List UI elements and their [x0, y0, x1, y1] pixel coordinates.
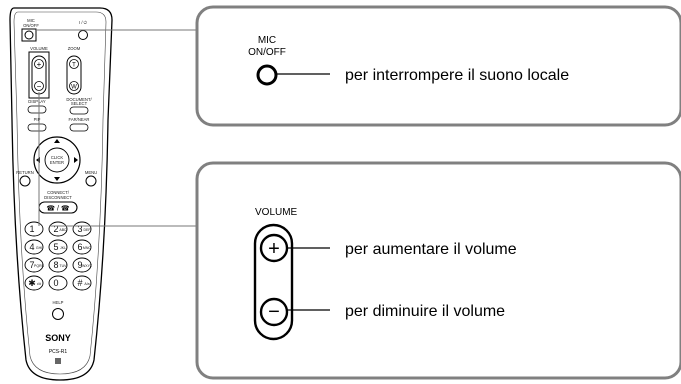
keypad-key-10[interactable]: [24, 275, 44, 291]
remote-brand-logo: SONY: [45, 333, 71, 343]
remote-pip-label: PIP: [34, 117, 41, 122]
keypad-key-12[interactable]: [72, 275, 92, 291]
remote-document-label: DOCUMENT/: [66, 97, 92, 102]
keypad-key-number: 4: [29, 242, 34, 252]
keypad-key-number: 9: [77, 260, 82, 270]
mic-button-icon: [256, 64, 278, 86]
mic-callout-title-line1: MIC: [258, 35, 276, 46]
keypad-key-letters: MNO: [83, 246, 91, 250]
remote-nav-down-icon: [54, 177, 60, 181]
remote-enter-label-1: CLICK: [51, 155, 64, 160]
keypad-key-letters: TUV: [60, 264, 68, 268]
remote-menu-button[interactable]: [85, 175, 97, 187]
keypad-key-11[interactable]: [48, 275, 68, 291]
remote-display-button[interactable]: [27, 105, 47, 114]
remote-farnear-label: FAR/NEAR: [69, 117, 90, 122]
leader-lines: [36, 29, 197, 227]
remote-connect-label-1: CONNECT/: [47, 190, 70, 195]
keypad-key-number: 2: [53, 224, 58, 234]
remote-power-button[interactable]: [78, 30, 88, 40]
keypad-key-number: 6: [77, 242, 82, 252]
keypad-key-letters: A/a: [84, 282, 89, 286]
keypad-key-letters: GHI: [36, 246, 42, 250]
remote-inner-outline: [13, 11, 107, 375]
remote-zoom-w: W: [71, 85, 77, 91]
remote-zoom-t: T: [72, 63, 76, 69]
remote-mic-label: MIC: [27, 18, 35, 23]
callout-mic: MIC ON/OFF per interrompere il suono loc…: [195, 5, 681, 127]
keypad-key-6[interactable]: [72, 239, 92, 255]
keypad-key-number: 5: [53, 242, 58, 252]
keypad-key-number: #: [77, 278, 82, 288]
remote-mic-highlight: [21, 28, 37, 42]
mic-callout-title-line2: ON/OFF: [248, 47, 286, 58]
remote-menu-label: MENU: [85, 170, 97, 175]
keypad-key-4[interactable]: [24, 239, 44, 255]
keypad-key-5[interactable]: [48, 239, 68, 255]
remote-zoom-label: ZOOM: [68, 46, 81, 51]
remote-return-button[interactable]: [19, 175, 31, 187]
remote-document-button[interactable]: [69, 106, 89, 115]
remote-help-button[interactable]: [52, 308, 64, 320]
remote-pip-button[interactable]: [27, 123, 47, 132]
remote-help-label: HELP: [53, 300, 64, 305]
keypad-key-letters: JKL: [60, 246, 66, 250]
keypad-key-letters: DEF: [84, 228, 91, 232]
remote-nav-up-icon: [54, 139, 60, 143]
remote-zoom-wide[interactable]: [69, 81, 79, 91]
keypad-key-letters: WXYZ: [82, 264, 93, 268]
keypad-key-number: 0: [53, 278, 58, 288]
keypad-key-number: 1: [29, 224, 34, 234]
volume-plus-symbol: +: [268, 238, 280, 260]
remote-model-label: PCS-R1: [49, 349, 68, 355]
remote-volume-minus-sign: −: [37, 82, 42, 91]
remote-display-label: DISPLAY: [28, 99, 46, 104]
remote-return-label: RETURN: [16, 170, 33, 175]
remote-mic-label-2: ON/OFF: [23, 23, 39, 28]
remote-connect-label-2: DISCONNECT: [44, 195, 72, 200]
callout-mic-box: [195, 5, 681, 127]
remote-select-label: SELECT: [71, 101, 88, 106]
keypad-key-number: 3: [77, 224, 82, 234]
remote-farnear-button[interactable]: [69, 123, 89, 132]
remote-volume-plus[interactable]: [34, 59, 44, 69]
keypad-key-letters: ABC: [59, 228, 67, 232]
remote-control: MIC ON/OFF I / ⏻ VOLUME + − ZOOM T W DIS…: [9, 7, 113, 381]
keypad-key-number: 8: [53, 260, 58, 270]
remote-power-label: I / ⏻: [79, 20, 88, 25]
remote-enter-label-2: ENTER: [50, 160, 64, 165]
keypad-key-letters: •/#: [37, 282, 41, 286]
volume-minus-description: per diminuire il volume: [345, 303, 505, 320]
volume-minus-icon: [259, 297, 289, 327]
volume-plus-description: per aumentare il volume: [345, 241, 517, 258]
keypad-key-7[interactable]: [24, 257, 44, 273]
remote-enter-button[interactable]: [44, 147, 70, 173]
keypad-key-number: 7: [29, 260, 34, 270]
keypad-key-9[interactable]: [72, 257, 92, 273]
callout-volume: VOLUME + − per aumentare il volume per d…: [195, 161, 681, 380]
remote-volume-minus[interactable]: [34, 81, 44, 91]
mic-description: per interrompere il suono locale: [345, 67, 569, 84]
keypad-key-letters: PQRS: [34, 264, 45, 268]
remote-zoom-tele[interactable]: [69, 59, 79, 69]
remote-volume-plus-sign: +: [37, 60, 42, 69]
remote-connect-icon: ☎ / ☎: [46, 205, 70, 213]
remote-ir-window: [55, 358, 61, 364]
remote-volume-label: VOLUME: [30, 46, 48, 51]
volume-minus-symbol: −: [268, 301, 280, 323]
remote-mic-button[interactable]: [24, 30, 34, 40]
keypad-key-number: ✱: [28, 278, 36, 288]
callout-volume-box: [195, 161, 681, 380]
remote-nav-right-icon: [74, 157, 78, 163]
volume-callout-title: VOLUME: [255, 207, 298, 218]
keypad-key-8[interactable]: [48, 257, 68, 273]
